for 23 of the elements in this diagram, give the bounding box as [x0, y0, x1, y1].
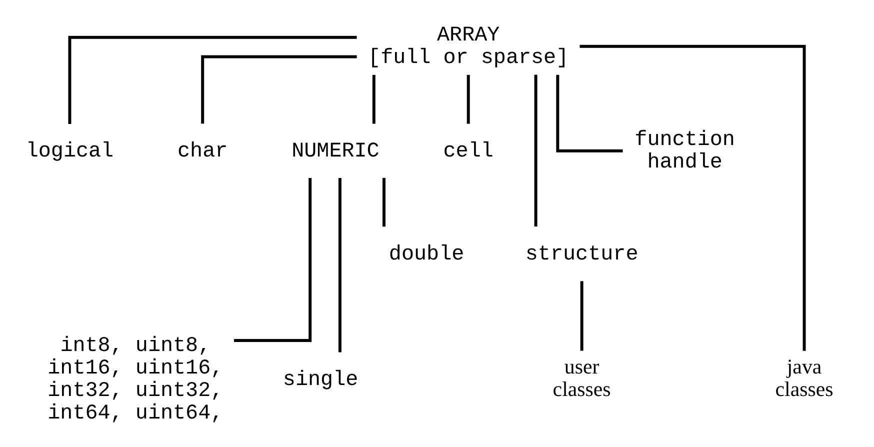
connector — [68, 35, 357, 124]
node-text: single — [282, 368, 358, 392]
connector — [201, 54, 357, 124]
connector — [580, 44, 806, 350]
connector — [534, 74, 538, 226]
node-text: char — [178, 140, 228, 163]
connector — [466, 74, 470, 124]
node-text: cell — [443, 140, 494, 163]
connector — [234, 178, 312, 342]
connector — [382, 177, 386, 226]
node-text: NUMERIC — [292, 140, 380, 163]
node-text: logical — [26, 140, 114, 163]
node-text: double — [388, 242, 464, 266]
node-text: int8, uint8, int16, uint16, int32, uint32, int64, uint64, — [48, 334, 224, 425]
connector — [338, 177, 342, 352]
node-text: java classes — [775, 354, 834, 400]
node-text: function handle — [634, 128, 735, 174]
connector — [556, 74, 623, 152]
node-text: structure — [525, 242, 638, 266]
connector — [372, 74, 376, 124]
connector — [580, 280, 584, 350]
node-text: ARRAY [full or sparse] — [368, 24, 569, 70]
node-text: user classes — [552, 354, 611, 400]
